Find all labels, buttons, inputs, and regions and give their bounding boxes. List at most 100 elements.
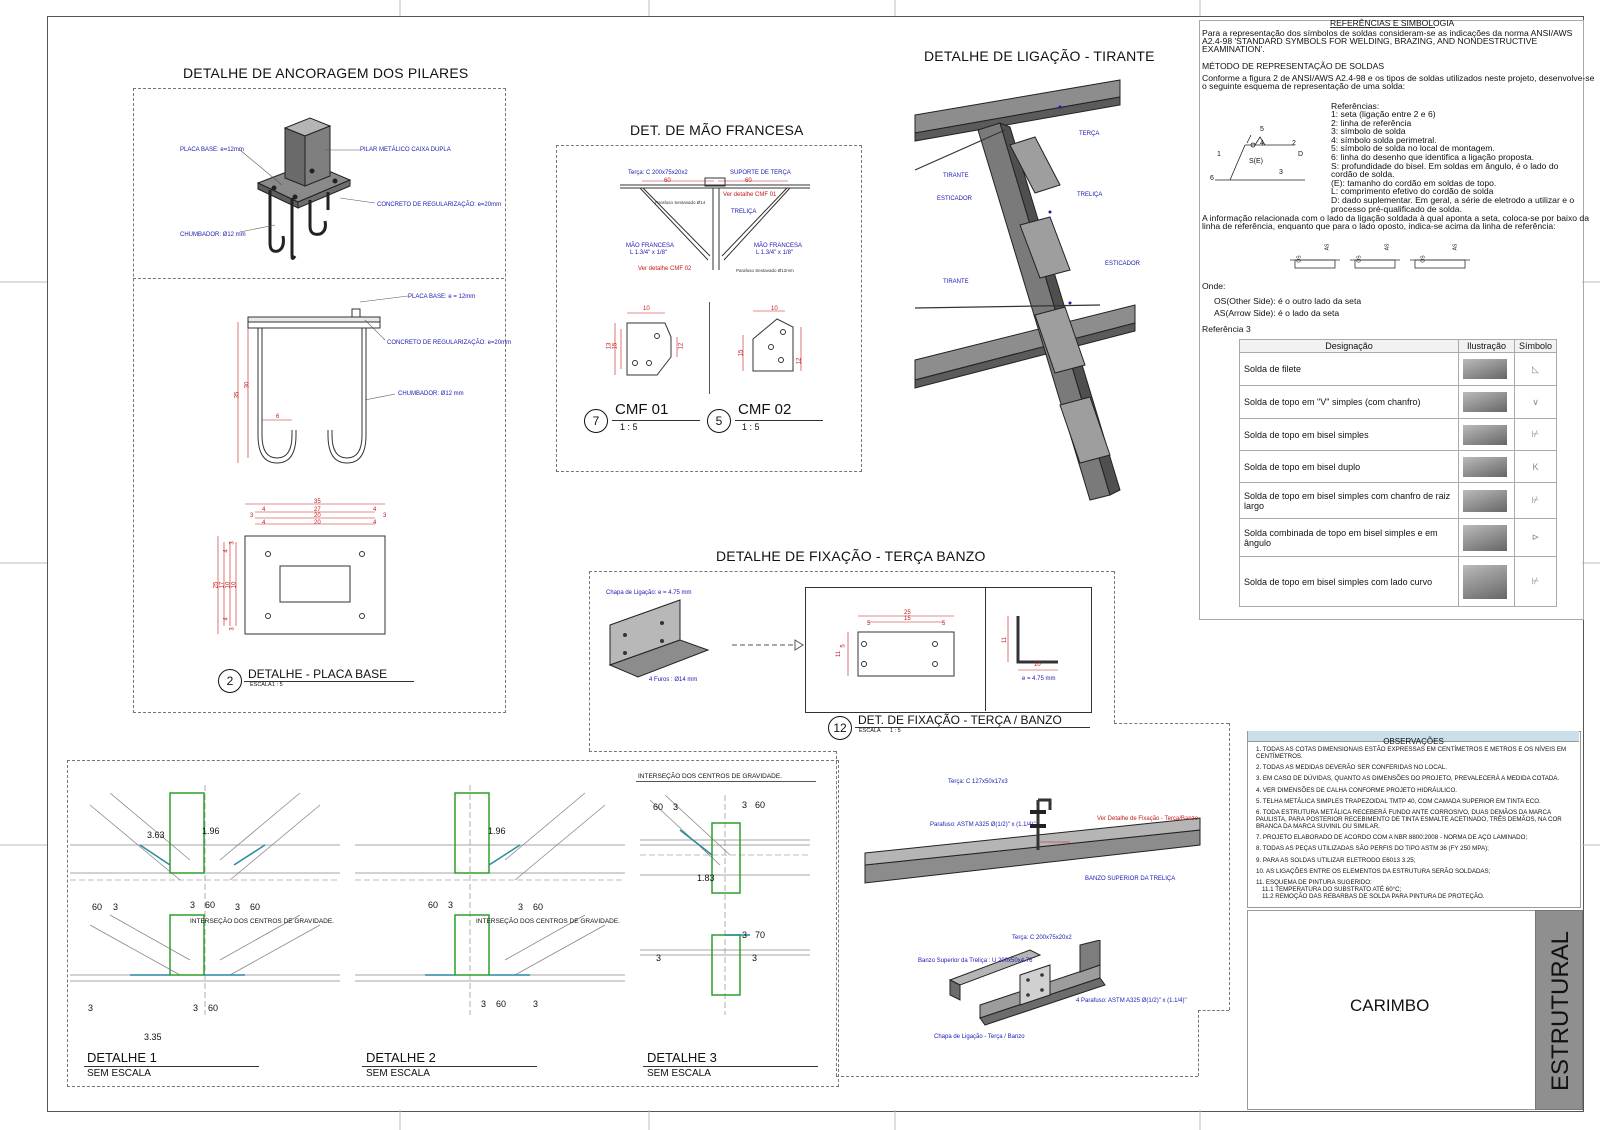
d1-scale: SEM ESCALA — [87, 1068, 151, 1079]
ref-item: 2: linha de referência — [1331, 117, 1412, 128]
weld-detail-1-drawing — [70, 785, 340, 1015]
fixacao-frame-step — [1114, 723, 1229, 724]
mf-dim-60a: 60 — [664, 178, 671, 184]
weld-row-label: Solda de topo em bisel duplo — [1239, 450, 1459, 483]
fixacao-note-furos: 4 Furos : Ø14 mm — [649, 677, 698, 683]
anchor-elev-leaders — [360, 295, 409, 401]
perspectives-frame-right — [1198, 1010, 1199, 1076]
d1-dim-363: 3.63 — [147, 830, 165, 840]
fixacao-views-divider — [985, 587, 986, 711]
mf-note-ver-cmf01: Ver detalhe CMF 01 — [723, 192, 777, 198]
weld-table-header: Ilustração — [1458, 339, 1515, 353]
weld-symbol: ◺ — [1513, 352, 1558, 386]
weld-sym-4: 4 — [1260, 140, 1264, 147]
observation-item: 7. PROJETO ELABORADO DE ACORDO COM A NBR… — [1256, 834, 1528, 842]
placa-base-title: DETALHE - PLACA BASE — [248, 667, 388, 681]
observation-item: 1. TODAS AS COTAS DIMENSIONAIS ESTÃO EXP… — [1256, 746, 1567, 760]
mf-note-terca: Terça: C 200x75x20x2 — [628, 170, 688, 176]
d2-dim-3a: 3 — [448, 900, 454, 910]
side-sym-os-1: OS — [1296, 255, 1303, 263]
d2-dim-3b: 3 — [518, 902, 524, 912]
d2-dim-60b: 60 — [533, 902, 544, 912]
persp-b-note-terca: Terça: C 200x75x20x2 — [1012, 935, 1072, 941]
weld-sym-se: S(E) — [1249, 158, 1263, 165]
method-1: o seguinte esquema de representação de u… — [1202, 81, 1406, 91]
dim-plan-h-4d: 4 — [373, 520, 377, 526]
side-note-0: A informação relacionada com o lado da l… — [1202, 213, 1589, 223]
d1-dim-3b: 3 — [190, 900, 196, 910]
cmf01-badge: 7 — [584, 409, 608, 433]
note-elev-concreto: CONCRETO DE REGULARIZAÇÃO: e=20mm — [387, 340, 512, 346]
note-chumbador: CHUMBADOR: Ø12 mm — [180, 232, 246, 238]
tirante-note-4: TRELIÇA — [1077, 192, 1103, 198]
fixacao-dim-11a: 11 — [836, 650, 843, 658]
cmf02-badge: 5 — [707, 409, 731, 433]
os-definition: OS(Other Side): é o outro lado da seta — [1214, 296, 1362, 306]
mf-dim-60b: 60 — [745, 178, 752, 184]
note-elev-chumbador: CHUMBADOR: Ø12 mm — [398, 391, 464, 397]
weld-sym-6: 6 — [1210, 175, 1214, 182]
placa-base-badge: 2 — [218, 669, 242, 693]
d2-scale: SEM ESCALA — [366, 1068, 430, 1079]
note-concreto: CONCRETO DE REGULARIZAÇÃO: e=20mm — [377, 202, 502, 208]
cmf01-scale: 1 : 5 — [620, 422, 638, 432]
d3-dim-183: 1.83 — [697, 873, 715, 883]
dim-plan-v-3a: 3 — [229, 541, 236, 545]
weld-sym-2: 2 — [1292, 140, 1296, 147]
observation-item: 10. AS LIGAÇÕES ENTRE OS ELEMENTOS DA ES… — [1256, 867, 1491, 875]
d2-dim-3c: 3 — [481, 999, 487, 1009]
weld-sym-3: 3 — [1279, 169, 1283, 176]
ref-item: D: dado suplementar. Em geral, a série d… — [1331, 194, 1575, 205]
cmf02-dim-10: 10 — [771, 306, 778, 312]
fixacao-dim-15: 15 — [904, 616, 911, 622]
cmf01-dim-12: 12 — [678, 342, 685, 350]
welds-intersect-top-line — [636, 781, 816, 782]
note-placa-base: PLACA BASE: e=12mm — [180, 147, 244, 153]
tirante-note-6: TIRANTE — [943, 279, 969, 285]
d3-dim-70: 70 — [755, 930, 766, 940]
d2-dim-3d: 3 — [533, 999, 539, 1009]
observation-item: 11.2 REMOÇÃO DAS REBARBAS DE SOLDA PARA … — [1262, 892, 1485, 900]
persp-a-note-parafuso: Parafuso: ASTM A325 Ø(1/2)" x (1.1/4)" — [930, 822, 1036, 828]
observation-item: 4. VER DIMENSÕES DE CALHA CONFORME PROJE… — [1256, 786, 1458, 794]
d3-dim-3e: 3 — [752, 953, 758, 963]
d1-dim-60a: 60 — [92, 902, 103, 912]
mf-note-mao-l: MÃO FRANCESA — [626, 243, 675, 249]
d2-dim-60c: 60 — [496, 999, 507, 1009]
d1-dim-3d: 3 — [88, 1003, 94, 1013]
weld-row-label: Solda de filete — [1239, 352, 1459, 386]
observation-item: 5. TELHA METÁLICA SIMPLES TRAPEZOIDAL TM… — [1256, 797, 1541, 805]
weld-illustration — [1458, 352, 1515, 386]
ref-item: L: comprimento efetivo do cordão de sold… — [1331, 186, 1494, 197]
d3-dim-3a: 3 — [673, 802, 679, 812]
side-sym-as-2: AS — [1384, 243, 1391, 251]
tirante-note-2: ESTICADOR — [937, 196, 973, 202]
side-sym-os-2: OS — [1356, 255, 1363, 263]
weld-illustration — [1458, 385, 1515, 419]
fixacao-frame-bottom — [589, 751, 836, 752]
references-intro-2: EXAMINATION'. — [1202, 44, 1265, 54]
cmf-divider — [709, 302, 710, 394]
d1-underline — [84, 1066, 259, 1067]
mf-note-parafuso12: Parafuso Sextavado Ø12mm — [736, 268, 794, 273]
fixacao-frame-left — [589, 571, 590, 751]
dim-elev-30: 30 — [244, 381, 251, 389]
anchorage-frame — [133, 88, 506, 713]
observations-header: OBSERVAÇÕES — [1248, 731, 1579, 746]
cmf01-dim-15: 15 — [612, 342, 619, 350]
dim-elev-6: 6 — [276, 414, 280, 420]
observations-list: 1. TODAS AS COTAS DIMENSIONAIS ESTÃO EXP… — [1256, 746, 1572, 904]
anchorage-divider — [133, 278, 504, 279]
mf-note-suporte: SUPORTE DE TERÇA — [730, 170, 791, 176]
ref3-label: Referência 3 — [1202, 324, 1251, 334]
d2-intersect: INTERSEÇÃO DOS CENTROS DE GRAVIDADE. — [476, 918, 620, 925]
d3-underline — [643, 1066, 818, 1067]
weld-illustration — [1458, 450, 1515, 483]
dim-plan-h-4c: 4 — [262, 520, 266, 526]
tirante-note-3: TERÇA — [1079, 131, 1100, 137]
weld-sym-d: D — [1298, 151, 1304, 158]
weld-sym-1: 1 — [1217, 151, 1221, 158]
side-sym-as-3: AS — [1452, 243, 1459, 251]
mf-note-l-l: L 1.3/4" x 1/8" — [630, 250, 668, 256]
tirante-title: DETALHE DE LIGAÇÃO - TIRANTE — [924, 48, 1155, 64]
